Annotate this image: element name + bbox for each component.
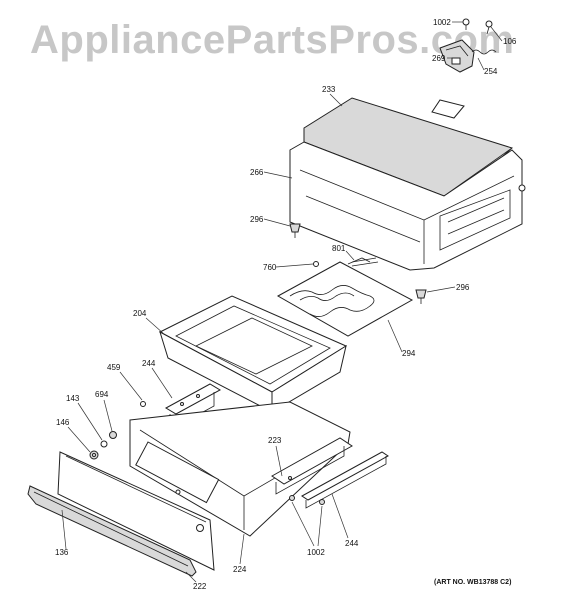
svg-text:254: 254 <box>484 67 498 76</box>
drawer-slide-assembly-223[interactable] <box>271 437 353 495</box>
svg-text:1002: 1002 <box>433 18 451 27</box>
spacer-143[interactable] <box>100 440 108 448</box>
callout-136: 136 <box>55 509 69 557</box>
screw-296-right[interactable] <box>415 289 427 304</box>
screw-296-left[interactable] <box>289 223 301 238</box>
callout-204: 204 <box>133 309 165 335</box>
callout-143: 143 <box>66 394 103 441</box>
callout-266: 266 <box>250 168 293 179</box>
callout-1002-top: 1002 <box>433 18 463 27</box>
svg-text:106: 106 <box>503 37 517 46</box>
screws-1002-bottom[interactable] <box>289 495 325 505</box>
svg-text:224: 224 <box>233 565 247 574</box>
clip-760[interactable] <box>313 261 319 267</box>
svg-text:136: 136 <box>55 548 69 557</box>
drawer-handle-136[interactable] <box>27 485 197 577</box>
svg-text:269: 269 <box>432 54 446 63</box>
svg-text:146: 146 <box>56 418 70 427</box>
screw-106[interactable] <box>485 20 493 35</box>
svg-text:143: 143 <box>66 394 80 403</box>
svg-text:760: 760 <box>263 263 277 272</box>
bushing-694[interactable] <box>109 431 117 439</box>
svg-text:296: 296 <box>456 283 470 292</box>
callout-146: 146 <box>56 418 91 453</box>
callout-801: 801 <box>332 244 355 261</box>
svg-text:694: 694 <box>95 390 109 399</box>
callout-760: 760 <box>263 263 314 272</box>
callout-223: 223 <box>268 436 283 477</box>
svg-text:204: 204 <box>133 309 147 318</box>
callout-294: 294 <box>387 319 416 358</box>
svg-text:233: 233 <box>322 85 336 94</box>
screw-459[interactable] <box>140 401 146 407</box>
svg-text:1002: 1002 <box>307 548 325 557</box>
art-number-label: (ART NO. WB13788 C2) <box>434 579 511 586</box>
callout-254: 254 <box>477 57 498 76</box>
callout-459: 459 <box>107 363 143 401</box>
svg-text:244: 244 <box>345 539 359 548</box>
svg-text:294: 294 <box>402 349 416 358</box>
drawer-top-cover-233[interactable] <box>303 97 513 197</box>
callout-244-left: 244 <box>142 359 173 399</box>
svg-text:222: 222 <box>193 582 207 591</box>
hinge-bracket-269[interactable] <box>439 39 475 73</box>
callout-296-right: 296 <box>426 283 470 293</box>
drawer-slide-rail-244-right[interactable] <box>301 451 389 509</box>
svg-text:459: 459 <box>107 363 121 372</box>
drawer-frame-266[interactable] <box>289 141 526 271</box>
callout-233: 233 <box>322 85 343 107</box>
callout-296-left: 296 <box>250 215 291 227</box>
callout-1002-bottom: 1002 <box>291 501 325 557</box>
callout-224: 224 <box>233 533 247 574</box>
callout-269: 269 <box>432 54 452 63</box>
svg-text:244: 244 <box>142 359 156 368</box>
washer-146[interactable] <box>89 450 99 460</box>
drawer-front-panel-222[interactable] <box>57 451 215 571</box>
svg-text:296: 296 <box>250 215 264 224</box>
callout-222: 222 <box>185 571 207 591</box>
svg-text:266: 266 <box>250 168 264 177</box>
callout-106: 106 <box>490 26 517 46</box>
spring-254[interactable] <box>471 49 497 55</box>
svg-text:801: 801 <box>332 244 346 253</box>
callout-244-right: 244 <box>331 493 359 548</box>
terminal-801[interactable] <box>347 257 371 265</box>
heating-element-294[interactable] <box>276 257 414 337</box>
watermark-text: AppliancePartsPros.com <box>30 18 515 62</box>
callout-694: 694 <box>95 390 113 432</box>
svg-text:223: 223 <box>268 436 282 445</box>
